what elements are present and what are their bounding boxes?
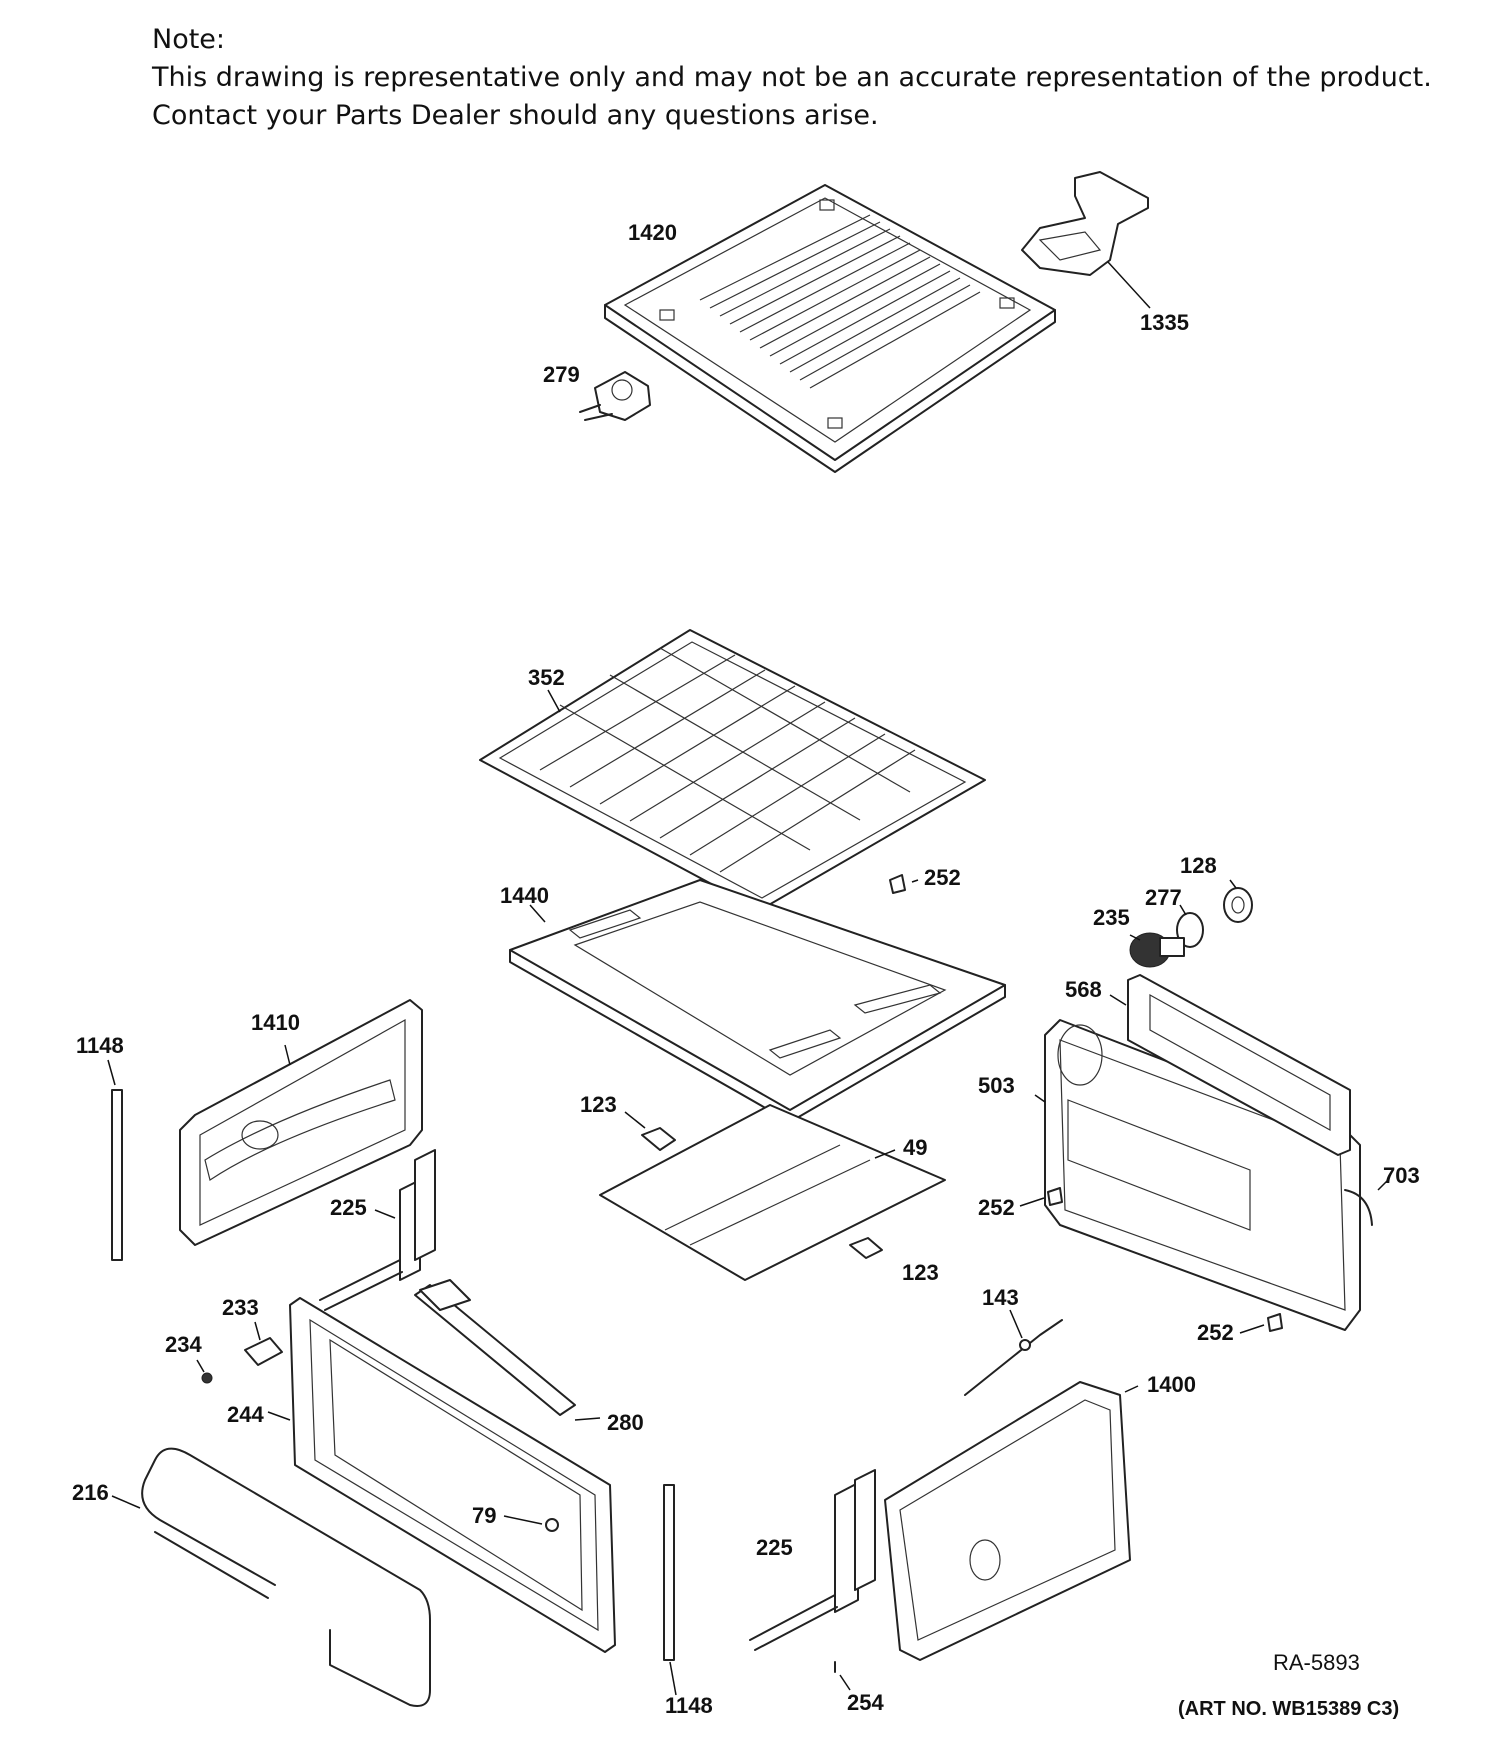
- callout-568: 568: [1065, 977, 1102, 1002]
- part-1420-top-panel: [604, 184, 1056, 473]
- part-123-clip-lower: [849, 1237, 883, 1259]
- part-1148-strip-bottom: [663, 1484, 677, 1696]
- callout-1400: 1400: [1147, 1372, 1196, 1397]
- callout-225-lower: 225: [756, 1535, 793, 1560]
- part-1400-door-side-panel: [884, 1381, 1139, 1661]
- part-277-ring: [1176, 904, 1204, 948]
- part-280-latch: [414, 1279, 601, 1421]
- part-216-door-gasket: [111, 1447, 431, 1707]
- part-1410-left-side-panel: [179, 999, 423, 1246]
- part-252-bracket-c: [1239, 1313, 1283, 1334]
- note-heading: Note:: [152, 24, 226, 55]
- part-1440-oven-bottom: [509, 879, 1006, 1123]
- callout-233: 233: [222, 1295, 259, 1320]
- art-number-label: (ART NO. WB15389 C3): [1178, 1698, 1399, 1720]
- part-503-right-side-panel: [1034, 1019, 1361, 1331]
- callout-216: 216: [72, 1480, 109, 1505]
- part-143-sensor: [964, 1309, 1063, 1396]
- callout-1440: 1440: [500, 883, 549, 908]
- part-568-vent-panel: [1109, 974, 1351, 1156]
- part-703-strip: [1344, 1179, 1389, 1226]
- callout-123-upper: 123: [580, 1092, 617, 1117]
- part-1335-vent-duct: [1021, 171, 1151, 309]
- callout-277: 277: [1145, 885, 1182, 910]
- ra-code-label: RA-5893: [1273, 1650, 1360, 1675]
- part-225-hinge-lower: [749, 1469, 876, 1651]
- part-128-gasket: [1223, 879, 1253, 923]
- callout-352: 352: [528, 665, 565, 690]
- callout-252-b: 252: [978, 1195, 1015, 1220]
- callout-1420: 1420: [628, 220, 677, 245]
- part-279-switch: [579, 371, 651, 421]
- part-252-bracket-a: [889, 874, 919, 894]
- callout-244: 244: [227, 1402, 264, 1427]
- callout-1148-left: 1148: [76, 1033, 124, 1058]
- note-disclaimer-line-1: This drawing is representative only and …: [152, 62, 1432, 93]
- part-254-screw: [834, 1661, 851, 1691]
- part-252-bracket-b: [1019, 1187, 1063, 1207]
- callout-143: 143: [982, 1285, 1019, 1310]
- part-352-oven-rack: [479, 629, 986, 911]
- callout-252-c: 252: [1197, 1320, 1234, 1345]
- callout-49: 49: [903, 1135, 927, 1160]
- callout-503: 503: [978, 1073, 1015, 1098]
- callout-234: 234: [165, 1332, 202, 1357]
- callout-79: 79: [472, 1503, 496, 1528]
- callout-1335: 1335: [1140, 310, 1189, 335]
- callout-279: 279: [543, 362, 580, 387]
- callout-1148-bottom: 1148: [665, 1693, 713, 1718]
- part-233-hinge-block: [244, 1321, 283, 1366]
- callout-123-lower: 123: [902, 1260, 939, 1285]
- callout-128: 128: [1180, 853, 1217, 878]
- part-123-clip-upper: [624, 1111, 676, 1151]
- part-244-inner-door: [267, 1297, 616, 1653]
- callout-703: 703: [1383, 1163, 1420, 1188]
- callout-254: 254: [847, 1690, 884, 1715]
- part-79-plug: [503, 1515, 559, 1532]
- callout-280: 280: [607, 1410, 644, 1435]
- part-49-tray: [599, 1104, 946, 1281]
- part-234-screw: [196, 1359, 213, 1384]
- part-1148-strip-left: [107, 1059, 123, 1261]
- note-disclaimer-line-2: Contact your Parts Dealer should any que…: [152, 100, 879, 131]
- part-225-hinge-upper: [319, 1149, 436, 1311]
- callout-235: 235: [1093, 905, 1130, 930]
- callout-252-a: 252: [924, 865, 961, 890]
- callout-1410: 1410: [251, 1010, 300, 1035]
- part-235-light-assembly: [1129, 932, 1185, 968]
- callout-225-upper: 225: [330, 1195, 367, 1220]
